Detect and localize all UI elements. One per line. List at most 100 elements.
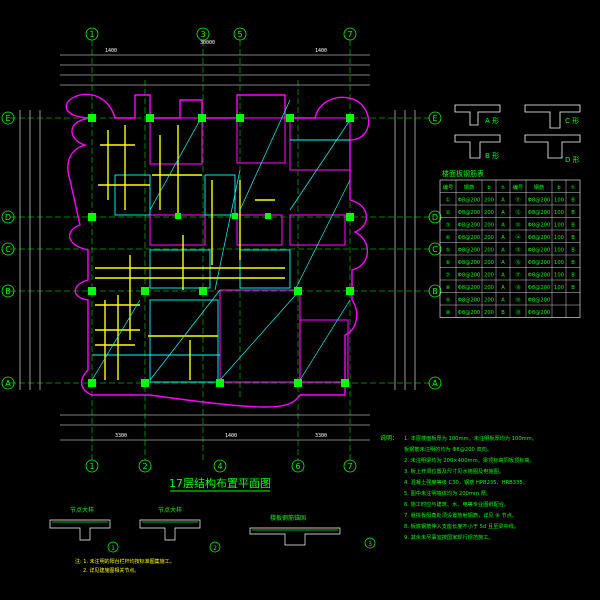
plan-title: 17层结构布置平面图 (169, 476, 271, 490)
table-cell: 100 (554, 273, 564, 279)
table-cell: ⑫ (515, 208, 520, 216)
table-cell: Φ8@200 (458, 260, 480, 266)
axis-label-bottom-1: 1 (89, 462, 94, 471)
axis-label-right-A: A (432, 379, 438, 388)
section-d-label: D 形 (565, 156, 580, 164)
detail-2-label: 节点大样 (158, 506, 182, 514)
table-cell: A (501, 273, 505, 279)
detail-3-label: 楼板钢筋锚固 (270, 514, 306, 522)
table-cell: 100 (554, 248, 564, 254)
detail-1-label: 节点大样 (70, 506, 94, 514)
table-cell: ⑦ (446, 273, 451, 279)
table-cell: ② (446, 210, 451, 216)
table-cell: ⑩ (446, 310, 451, 316)
table-cell: ⑧ (446, 285, 451, 291)
table-cell: 200 (484, 260, 494, 266)
axis-label-bottom-4: 4 (217, 462, 222, 471)
footnote-1: 注: 1. 未注明的阳台栏杆均按标准图集施工。 (75, 558, 175, 565)
detail-marker-3: 3 (368, 541, 372, 548)
table-cell: A (501, 248, 505, 254)
table-cell: ⑮ (515, 246, 520, 254)
axis-label-top-5: 5 (237, 30, 242, 39)
table-cell: Φ8@200 (458, 223, 480, 229)
beams (95, 125, 285, 380)
table-cell: 200 (484, 223, 494, 229)
table-cell: 200 (484, 298, 494, 304)
bottom-dim-center: 1400 (225, 433, 237, 439)
axis-bubbles-right: E D C B A (428, 111, 442, 390)
axis-label-right-C: C (432, 245, 438, 254)
table-cell: 200 (484, 210, 494, 216)
table-cell: A (501, 298, 505, 304)
table-cell: ⑱ (515, 283, 520, 291)
section-b-label: B 形 (485, 152, 499, 160)
table-cell: 200 (484, 248, 494, 254)
table-cell: Φ8@200 (528, 210, 550, 216)
table-cell: Φ8@200 (528, 223, 550, 229)
left-dimension-lines (19, 110, 41, 390)
table-cell: 200 (484, 285, 494, 291)
note-line: 8. 板底钢筋伸入支座长度不小于 5d 且至梁中线。 (404, 522, 519, 530)
table-cell: ① (446, 198, 451, 204)
axis-label-bottom-7: 7 (347, 462, 352, 471)
axis-label-top-7: 7 (347, 30, 352, 39)
table-header-cell: h (501, 185, 504, 191)
top-dim-left: 1400 (105, 48, 117, 54)
axis-label-left-B: B (5, 287, 11, 296)
table-cell: B (571, 248, 575, 254)
note-line: 1. 本层楼面板厚为 100mm，未注明板厚均为 100mm。 (404, 434, 537, 442)
table-header-cell: b (557, 185, 561, 191)
table-cell: 100 (554, 223, 564, 229)
columns (88, 114, 354, 387)
table-cell: Φ8@200 (528, 310, 550, 316)
top-dim-center: 30000 (200, 40, 215, 46)
section-a-label: A 形 (485, 117, 499, 125)
note-line: 板钢筋未注明的均为 Φ8@200 双向。 (404, 445, 492, 453)
table-cell: ⑥ (446, 260, 451, 266)
table-header-cell: b (487, 185, 491, 191)
table-cell: ④ (446, 235, 451, 241)
note-line: 4. 混凝土强度等级 C30，钢筋 HPB235、HRB335。 (404, 478, 528, 486)
table-cell: 100 (554, 260, 564, 266)
table-cell: ⑲ (515, 296, 520, 304)
table-cell: B (571, 198, 575, 204)
table-cell: Φ8@200 (528, 298, 550, 304)
axis-bubbles-bottom: 1 2 4 6 7 (85, 459, 357, 473)
note-line: 5. 图中未注明墙体均为 200mm 厚。 (404, 489, 491, 497)
table-cell: 100 (554, 285, 564, 291)
table-cell: A (501, 260, 505, 266)
table-cell: ⑨ (446, 298, 451, 304)
exterior-walls (65, 93, 370, 408)
axis-bubbles-left: E D C B A (1, 111, 15, 390)
table-cell: A (501, 210, 505, 216)
table-title: 楼面板钢筋表 (442, 169, 484, 178)
table-header-cell: 钢筋 (534, 183, 544, 191)
axis-label-right-B: B (432, 287, 438, 296)
slab-span-lines (91, 99, 351, 381)
table-cell: 200 (484, 235, 494, 241)
table-cell: B (571, 273, 575, 279)
top-dim-right: 1400 (315, 48, 327, 54)
axis-label-left-C: C (5, 245, 11, 254)
table-cell: Φ8@200 (458, 198, 480, 204)
detail-marker-1: 1 (111, 545, 115, 552)
table-cell: B (571, 223, 575, 229)
table-cell: ⑰ (515, 271, 520, 279)
note-line: 6. 施工时应与建筑、水、电等专业图纸配合。 (404, 500, 509, 508)
table-cell: Φ8@200 (528, 273, 550, 279)
table-cell: Φ8@200 (528, 285, 550, 291)
table-cell: B (571, 285, 575, 291)
bottom-dim-right: 3300 (315, 433, 327, 439)
table-cell: 200 (484, 273, 494, 279)
table-cell: A (501, 235, 505, 241)
axis-label-top-3: 3 (200, 30, 205, 39)
axis-label-bottom-6: 6 (295, 462, 300, 471)
axis-label-left-E: E (5, 114, 10, 123)
notes-heading: 说明： (380, 434, 398, 442)
table-cell: A (501, 223, 505, 229)
table-cell: Φ8@200 (528, 198, 550, 204)
table-cell: 200 (484, 198, 494, 204)
axis-label-bottom-2: 2 (142, 462, 147, 471)
table-cell: ⑭ (515, 233, 520, 241)
